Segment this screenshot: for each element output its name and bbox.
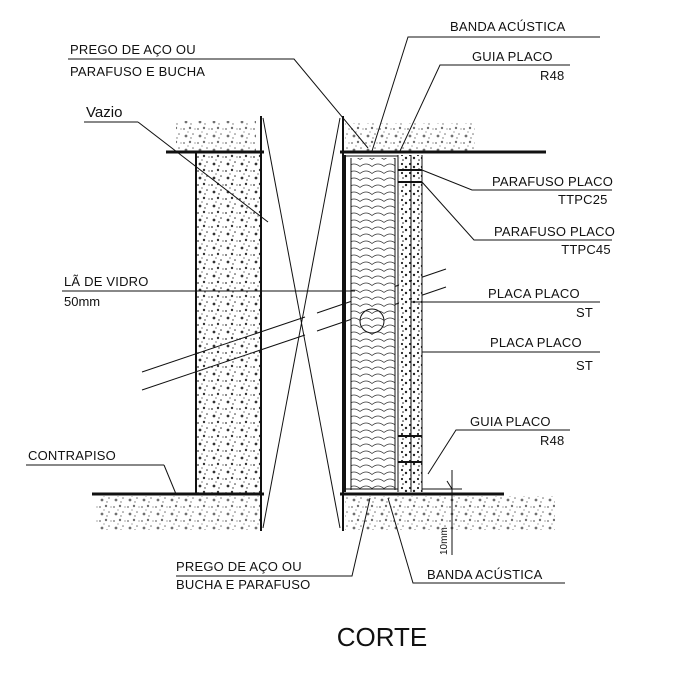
label-placa-placo-1-type: ST [576, 305, 593, 320]
label-vazio: Vazio [86, 104, 122, 121]
label-contrapiso: CONTRAPISO [28, 448, 116, 463]
label-parafuso-ttpc25: PARAFUSO PLACO [492, 174, 613, 189]
label-parafuso-ttpc45-code: TTPC45 [561, 242, 611, 257]
label-la-de-vidro: LÃ DE VIDRO [64, 274, 149, 289]
label-placa-placo-1: PLACA PLACO [488, 286, 580, 301]
label-prego-top-2: PARAFUSO E BUCHA [70, 64, 205, 79]
existing-wall [195, 153, 261, 493]
drawing-title: CORTE [337, 622, 428, 652]
top-slab [166, 121, 546, 154]
label-guia-placo-top: GUIA PLACO [472, 49, 553, 64]
label-banda-acustica-bottom: BANDA ACÚSTICA [427, 567, 543, 582]
label-guia-placo-bottom-r48: R48 [540, 433, 564, 448]
label-banda-acustica-top: BANDA ACÚSTICA [450, 19, 566, 34]
label-prego-bottom-2: BUCHA E PARAFUSO [176, 577, 310, 592]
label-la-de-vidro-thickness: 50mm [64, 294, 100, 309]
label-placa-placo-2-type: ST [576, 358, 593, 373]
leader-lines [26, 36, 612, 584]
labels: BANDA ACÚSTICA GUIA PLACO R48 PREGO DE A… [28, 19, 615, 652]
label-prego-top-1: PREGO DE AÇO OU [70, 42, 196, 57]
label-guia-placo-top-r48: R48 [540, 68, 564, 83]
label-guia-placo-bottom: GUIA PLACO [470, 414, 551, 429]
label-parafuso-ttpc25-code: TTPC25 [558, 192, 608, 207]
dimension-label: 10mm [439, 527, 450, 555]
label-prego-bottom-1: PREGO DE AÇO OU [176, 559, 302, 574]
floor-slab [92, 492, 555, 530]
label-parafuso-ttpc45: PARAFUSO PLACO [494, 224, 615, 239]
label-placa-placo-2: PLACA PLACO [490, 335, 582, 350]
dimension-10mm: 10mm [422, 470, 462, 555]
drywall-liner [344, 155, 423, 492]
